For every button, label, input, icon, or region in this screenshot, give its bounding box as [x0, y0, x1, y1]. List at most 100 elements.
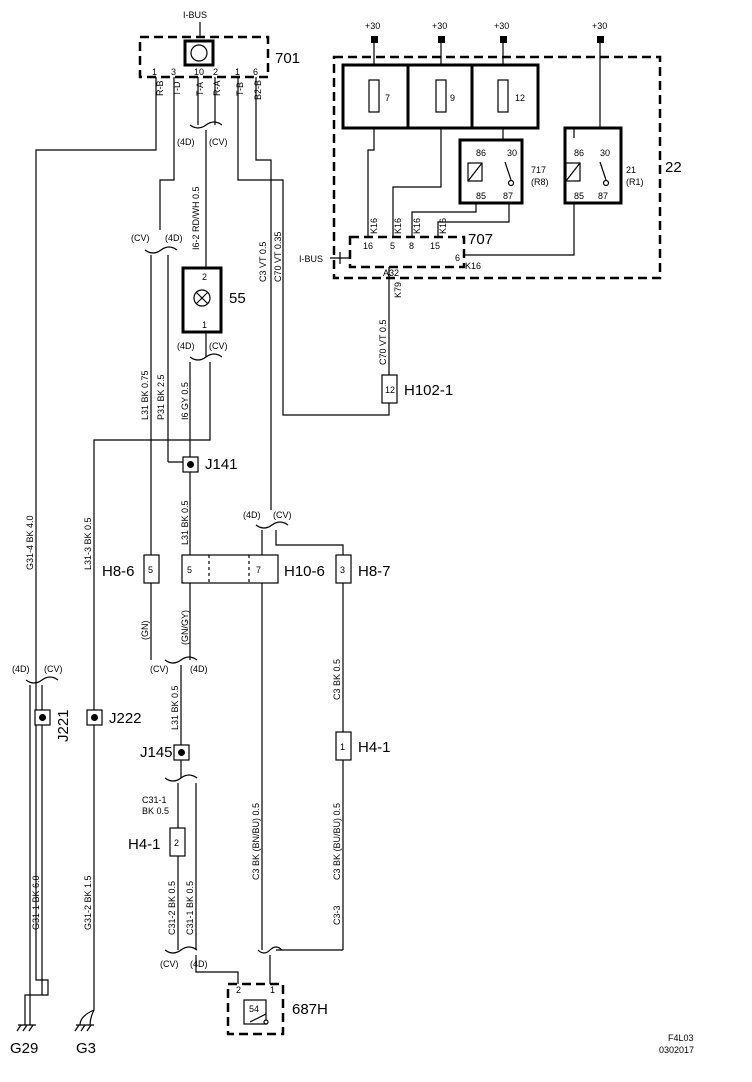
svg-text:(CV): (CV): [160, 959, 179, 969]
supply-terminal: [597, 36, 604, 43]
svg-text:(4D): (4D): [190, 959, 208, 969]
svg-text:(CV): (CV): [44, 664, 63, 674]
connector-707: 707 16 5 8 15 6 K16 A32 I-BUS: [299, 231, 493, 278]
ibus-top-label: I-BUS: [183, 10, 207, 20]
svg-text:K16: K16: [465, 261, 481, 271]
svg-text:(CV): (CV): [209, 341, 228, 351]
svg-text:30: 30: [507, 148, 517, 158]
h4-1-right-label: H4-1: [358, 739, 391, 756]
svg-text:C3 BK (BN/BU) 0.5: C3 BK (BN/BU) 0.5: [251, 803, 261, 880]
svg-text:1: 1: [340, 742, 345, 752]
svg-text:5: 5: [187, 565, 192, 575]
svg-text:87: 87: [503, 191, 513, 201]
svg-text:15: 15: [430, 241, 440, 251]
svg-text:T-D: T-D: [172, 81, 182, 96]
svg-text:C3 BK 0.5: C3 BK 0.5: [332, 659, 342, 700]
h4-1-left-label: H4-1: [128, 836, 161, 853]
svg-text:(CV): (CV): [273, 510, 292, 520]
h8-7-label: H8-7: [358, 563, 391, 580]
svg-text:3: 3: [171, 67, 176, 77]
relay-717-label: 717: [531, 165, 546, 175]
supply-label-3: +30: [494, 21, 509, 31]
j141-label: J141: [205, 456, 238, 473]
connector-h10-6: 5 7 H10-6 (GN/GY): [180, 554, 325, 660]
svg-text:L31 BK 0.5: L31 BK 0.5: [170, 685, 180, 730]
svg-text:(4D): (4D): [177, 341, 195, 351]
g29-label: G29: [10, 1040, 38, 1057]
wires-lower-left: (CV) (4D) L31 BK 0.5: [150, 656, 208, 745]
svg-text:T-B: T-B: [235, 82, 245, 96]
component-707-label: 707: [468, 231, 493, 248]
svg-text:(4D): (4D): [177, 137, 195, 147]
svg-text:1: 1: [152, 67, 157, 77]
svg-text:1: 1: [235, 67, 240, 77]
svg-text:K16: K16: [412, 218, 422, 234]
supply-terminal: [371, 36, 378, 43]
svg-text:P31 BK 2.5: P31 BK 2.5: [156, 374, 166, 420]
connector-h4-1-right: 1 H4-1 C3 BK (BU/BU) 0.5 C3-3: [257, 731, 391, 984]
fuse-12-label: 12: [515, 93, 525, 103]
connector-h8-6: 5 H8-6 (GN): [102, 554, 160, 660]
ground-g3: G3: [74, 1024, 96, 1057]
svg-text:7: 7: [256, 565, 261, 575]
svg-text:30: 30: [600, 148, 610, 158]
svg-text:I6-2 RD/WH 0.5: I6-2 RD/WH 0.5: [191, 186, 201, 250]
supply-label-4: +30: [592, 21, 607, 31]
junction-j141: J141 L31 BK 0.5: [180, 456, 238, 555]
svg-text:(CV): (CV): [150, 664, 169, 674]
svg-text:C3-3: C3-3: [332, 905, 342, 925]
relay-717: 86 30 85 87 717 (R8): [458, 138, 549, 205]
svg-text:(CV): (CV): [209, 137, 228, 147]
svg-text:I6 GY 0.5: I6 GY 0.5: [180, 382, 190, 420]
component-55-label: 55: [229, 290, 246, 307]
fuse-7: [368, 79, 380, 113]
connector-h4-1-left: 2 H4-1 C31-2 BK 0.5 C31-1 BK 0.5 (CV) (4…: [128, 827, 239, 984]
svg-text:(CV): (CV): [131, 233, 150, 243]
svg-text:(R1): (R1): [626, 177, 644, 187]
svg-text:3: 3: [340, 565, 345, 575]
supply-terminal: [500, 36, 507, 43]
fuse-relay-box-22: 22 7 9 12 86 30 85 87 717 (R8): [332, 55, 682, 280]
svg-text:K16: K16: [369, 218, 379, 234]
svg-text:C70 VT 0.5: C70 VT 0.5: [378, 320, 388, 365]
component-701-label: 701: [275, 50, 300, 67]
svg-text:86: 86: [574, 148, 584, 158]
ground-g29: G29: [10, 1024, 38, 1057]
svg-text:L31-3 BK 0.5: L31-3 BK 0.5: [83, 517, 93, 570]
svg-text:T-A: T-A: [195, 82, 205, 96]
fuse-9: [435, 79, 447, 113]
svg-text:R-A: R-A: [212, 81, 222, 97]
h102-1-label: H102-1: [404, 382, 453, 399]
supply-label-1: +30: [365, 21, 380, 31]
687h-label: 687H: [292, 1001, 328, 1018]
svg-text:C3 VT 0.5: C3 VT 0.5: [258, 242, 268, 282]
fuse-7-label: 7: [385, 93, 390, 103]
svg-text:B2-B: B2-B: [253, 80, 263, 100]
svg-text:(4D): (4D): [243, 510, 261, 520]
wires-left: (CV) (4D) L31 BK 0.75 P31 BK 2.5 I6 GY 0…: [25, 233, 211, 710]
svg-text:G31-4 BK 4.0: G31-4 BK 4.0: [25, 515, 35, 570]
svg-text:L31 BK 0.75: L31 BK 0.75: [140, 370, 150, 420]
svg-text:1: 1: [270, 985, 275, 995]
supply-terminal: [438, 36, 445, 43]
svg-text:(4D): (4D): [12, 664, 30, 674]
svg-text:2: 2: [236, 985, 241, 995]
svg-text:85: 85: [574, 191, 584, 201]
h8-6-label: H8-6: [102, 563, 135, 580]
fuse-9-label: 9: [450, 93, 455, 103]
svg-text:(R8): (R8): [531, 177, 549, 187]
switch-687h: 2 1 54 687H: [226, 982, 328, 1036]
connector-h102-1: K79 C70 VT 0.5 12 H102-1: [378, 267, 453, 404]
g3-label: G3: [76, 1040, 96, 1057]
svg-text:C3 BK (BU/BU) 0.5: C3 BK (BU/BU) 0.5: [332, 803, 342, 880]
svg-text:C31-1 BK 0.5: C31-1 BK 0.5: [185, 881, 195, 935]
svg-text:G31-2 BK 1.5: G31-2 BK 1.5: [83, 875, 93, 930]
svg-text:(GN): (GN): [140, 621, 150, 641]
svg-text:6: 6: [455, 253, 460, 263]
svg-text:5: 5: [390, 241, 395, 251]
svg-text:C70 VT 0.35: C70 VT 0.35: [273, 232, 283, 282]
svg-text:5: 5: [148, 565, 153, 575]
j221-label: J221: [55, 709, 72, 742]
footer-code: F4L03: [668, 1033, 694, 1043]
